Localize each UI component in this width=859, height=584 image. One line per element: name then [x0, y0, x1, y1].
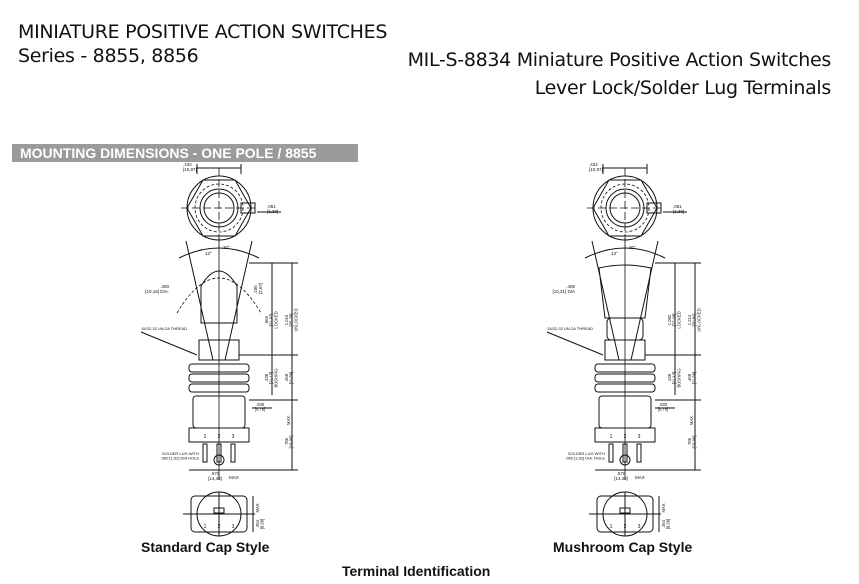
nut-washer [188, 383, 250, 393]
width-dim-label: .570[14,48] [208, 471, 222, 481]
angle-inner-label: 13° [611, 251, 618, 256]
terminal-header [188, 427, 250, 443]
unlocked-dim-label: 1.214[30,84]UNLOCKED [687, 308, 701, 331]
width-max-label: MAX [635, 475, 645, 480]
nut-washer [188, 373, 250, 383]
cap-dia-label: .406[10,31] DIA [552, 284, 575, 294]
terminal-header [594, 427, 656, 443]
panel-dim-label: .030[0,76] [658, 402, 668, 412]
standard-cap [200, 270, 238, 324]
locked-dim-label: .865[21,97]LOCKED [264, 311, 278, 328]
header-left: MINIATURE POSITIVE ACTION SWITCHES Serie… [18, 20, 387, 68]
top-dim-label: .432[10,97] [183, 162, 197, 172]
mount-dim-label: .468[11,89] [284, 372, 294, 385]
cap-dia-label: .400[10,16] DIA. [145, 284, 169, 294]
terminal-number: 2 [624, 434, 627, 440]
section-header: MOUNTING DIMENSIONS - ONE POLE / 8855 [12, 144, 358, 162]
key-dim-label: .051[1,30] [673, 204, 684, 214]
lug-hole [619, 454, 631, 466]
angle-inner-label: 13° [205, 251, 212, 256]
bushing [198, 339, 240, 361]
key-tab [646, 202, 662, 214]
solder-lug [216, 443, 222, 463]
width-dim-label: .570[14,48] [614, 471, 628, 481]
mount-dim-label: .468[11,89] [687, 372, 697, 385]
nut-washer [188, 363, 250, 373]
thread-label: 15/32-32 UN-2A THREAD [141, 326, 187, 331]
thread-leader [546, 331, 604, 356]
angle-outer-label: 30° [223, 245, 230, 250]
solder-lug [636, 443, 642, 463]
top-dim-label: .432[10,97] [589, 162, 603, 172]
bushing [604, 339, 646, 361]
solder-lug [622, 443, 628, 463]
mushroom-cap-caption: Mushroom Cap Style [553, 539, 693, 555]
terminal-number: 1 [610, 434, 613, 440]
thread-label: 15/32-32 UN-2A THREAD [547, 326, 593, 331]
swing-arc [176, 277, 262, 314]
key-tab [240, 202, 256, 214]
terminal-number: 3 [232, 434, 235, 440]
body-dim-label: .786[19,96] [687, 436, 697, 449]
solder-lug [230, 443, 236, 463]
key-dim-label: .051[1,30] [267, 204, 278, 214]
solder-lug-label: SOLDER LUG WITH.060 [1,52] DIA. HOLE [565, 451, 605, 461]
unlocked-dim-label: 1.015[25,78]UNLOCKED [284, 308, 298, 331]
max-label: MAX. [689, 415, 694, 425]
terminal-id-number: 2 [218, 524, 221, 530]
panel-dim-label: .030[0,76] [255, 402, 265, 412]
locked-dim-label: 1.082[27,48]LOCKED [667, 311, 681, 328]
nut-washer [594, 383, 656, 393]
terminal-id-number: 1 [204, 524, 207, 530]
max-label: MAX. [286, 415, 291, 425]
term-dim-label: .354[8,99] [661, 519, 671, 529]
thread-leader [140, 331, 198, 356]
bushing-dim-label: .438[11,13]BUSHING [264, 368, 278, 387]
solder-lug [202, 443, 208, 463]
terminal-number: 2 [218, 434, 221, 440]
bushing-dim-label: .438[11,13]BUSHING [667, 368, 681, 387]
nut-washer [594, 363, 656, 373]
spec-title: MIL-S-8834 Miniature Positive Action Swi… [407, 49, 832, 71]
terminal-id-number: 1 [610, 524, 613, 530]
lug-hole [213, 454, 225, 466]
terminal-id-number: 3 [638, 524, 641, 530]
cap-height-label: .105[2,67] [253, 283, 263, 294]
width-max-label: MAX [229, 475, 239, 480]
terminal-identification-caption: Terminal Identification [342, 563, 491, 579]
mushroom-cap [598, 264, 652, 319]
standard-cap-drawing: .432[10,97] .051[1,30] 30° 13° .105[2,67] .40… [140, 162, 298, 537]
solder-lug-label: SOLDER LUG WITH.060 [1,52] DIA HOLE [161, 451, 200, 461]
terminal-id-number: 2 [624, 524, 627, 530]
header-right: MIL-S-8834 Miniature Positive Action Swi… [407, 46, 832, 102]
angle-outer-label: 30° [629, 245, 636, 250]
terminal-number: 1 [204, 434, 207, 440]
term-dim-label: .354[8,99] [255, 519, 265, 529]
terminal-key [619, 507, 631, 514]
body-dim-label: .786[19,96] [284, 436, 294, 449]
series-label: Series - 8855, 8856 [18, 45, 199, 67]
mushroom-cap-drawing: .432[10,97] .051[1,30] 30° 13° .406[10,31] D… [546, 162, 701, 537]
term-max-label: MAX [255, 503, 260, 512]
spec-subtitle: Lever Lock/Solder Lug Terminals [534, 77, 832, 99]
terminal-number: 3 [638, 434, 641, 440]
terminal-key [213, 507, 225, 514]
solder-lug [608, 443, 614, 463]
standard-cap-caption: Standard Cap Style [141, 539, 270, 555]
terminal-id-number: 3 [232, 524, 235, 530]
nut-washer [594, 373, 656, 383]
document-title: MINIATURE POSITIVE ACTION SWITCHES [18, 21, 388, 43]
term-max-label: MAX [661, 503, 666, 512]
